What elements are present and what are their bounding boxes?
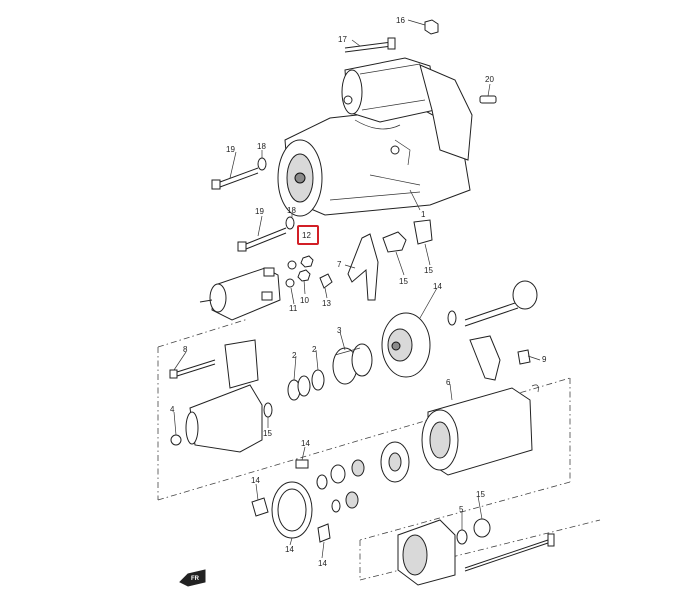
callout-14-left[interactable]: 14 [251, 476, 260, 485]
callout-6[interactable]: 6 [446, 378, 451, 387]
washer-15-left [263, 402, 273, 418]
nuts-washers-10-11 [285, 255, 314, 288]
callout-2-a[interactable]: 2 [292, 351, 297, 360]
callout-7[interactable]: 7 [337, 260, 342, 269]
field-frame-6 [421, 387, 533, 476]
drive-housing-14 [381, 312, 431, 378]
callout-19-lower[interactable]: 19 [255, 207, 264, 216]
callout-15-bushing[interactable]: 15 [476, 490, 485, 499]
pin-20 [479, 95, 497, 104]
callout-4[interactable]: 4 [170, 405, 175, 414]
callout-16[interactable]: 16 [396, 16, 405, 25]
callout-20[interactable]: 20 [485, 75, 494, 84]
leader-lines [173, 19, 541, 559]
front-direction-marker: FR [179, 569, 206, 587]
callout-2-b[interactable]: 2 [312, 345, 317, 354]
callout-14-ring[interactable]: 14 [285, 545, 294, 554]
callout-1[interactable]: 1 [421, 210, 426, 219]
rollers [295, 459, 365, 513]
callout-10[interactable]: 10 [300, 296, 309, 305]
bracket-15-upper [382, 219, 433, 253]
callout-9[interactable]: 9 [542, 355, 547, 364]
rings-2 [287, 369, 325, 401]
solenoid-switch [199, 267, 281, 321]
callout-11[interactable]: 11 [289, 304, 298, 313]
bolt-19-lower [237, 216, 295, 252]
armature-shaft [447, 280, 538, 327]
callout-15-bracket[interactable]: 15 [424, 266, 433, 275]
callout-15-housing[interactable]: 15 [263, 429, 272, 438]
callout-8[interactable]: 8 [183, 345, 188, 354]
clip-13 [319, 273, 333, 289]
pinion-gear-3 [332, 343, 373, 385]
callout-15-lever[interactable]: 15 [399, 277, 408, 286]
shift-lever-7 [347, 233, 379, 301]
callout-3[interactable]: 3 [337, 326, 342, 335]
callout-labels: 16 17 20 19 18 19 18 12 1 7 15 15 10 11 … [170, 16, 547, 568]
callout-17[interactable]: 17 [338, 35, 347, 44]
bearing-cover [380, 441, 410, 483]
highlight-box-part-12[interactable] [297, 225, 319, 245]
callout-18-lower[interactable]: 18 [287, 206, 296, 215]
callout-18-upper[interactable]: 18 [257, 142, 266, 151]
front-marker-text: FR [191, 576, 200, 582]
callout-14-housing[interactable]: 14 [433, 282, 442, 291]
end-cover-5 [397, 518, 555, 586]
exploded-view-frame [157, 318, 601, 581]
callout-5[interactable]: 5 [459, 505, 464, 514]
long-bolt-17 [344, 37, 396, 53]
starter-motor-assembly [277, 57, 473, 217]
clutch-ring-14 [251, 481, 331, 543]
bolt-19-upper [211, 157, 267, 190]
callout-14-roller[interactable]: 14 [301, 439, 310, 448]
callout-12[interactable]: 12 [302, 231, 311, 240]
callout-19-upper[interactable]: 19 [226, 145, 235, 154]
nut-16 [424, 19, 439, 35]
callout-13[interactable]: 13 [322, 299, 331, 308]
bracket-9 [469, 335, 539, 393]
end-housing-4 [169, 339, 263, 453]
callout-14-clip[interactable]: 14 [318, 559, 327, 568]
